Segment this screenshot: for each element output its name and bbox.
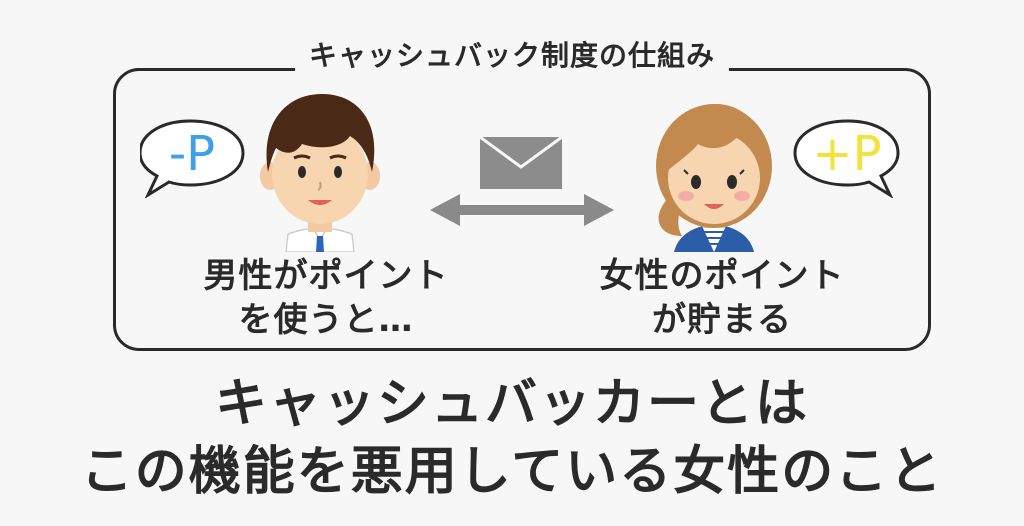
- male-avatar-icon: [260, 94, 380, 252]
- double-arrow-icon: [430, 194, 614, 226]
- headline-line2: この機能を悪用している女性のこと: [80, 442, 944, 502]
- envelope-icon: [480, 137, 562, 189]
- plus-point-label: +P: [812, 126, 881, 182]
- male-caption: 男性がポイント を使うと…: [198, 254, 454, 342]
- speech-bubble-icon: [793, 119, 900, 198]
- frame-title: キャッシュバック制度の仕組み: [0, 36, 1024, 76]
- male-caption-line2: を使うと…: [238, 300, 414, 340]
- minus-point-label: -P: [169, 126, 215, 182]
- female-caption-line2: が貯まる: [652, 300, 792, 340]
- female-avatar-icon: [656, 104, 772, 252]
- plus-point-bubble: +P: [793, 119, 900, 198]
- minus-point-bubble: -P: [140, 119, 245, 198]
- frame-title-text: キャッシュバック制度の仕組み: [294, 36, 729, 76]
- female-caption: 女性のポイント が貯まる: [592, 254, 852, 342]
- female-caption-line1: 女性のポイント: [599, 256, 845, 296]
- male-caption-line1: 男性がポイント: [203, 256, 449, 296]
- speech-bubble-icon: [140, 119, 245, 198]
- headline-line1: キャッシュバッカーとは: [214, 374, 809, 434]
